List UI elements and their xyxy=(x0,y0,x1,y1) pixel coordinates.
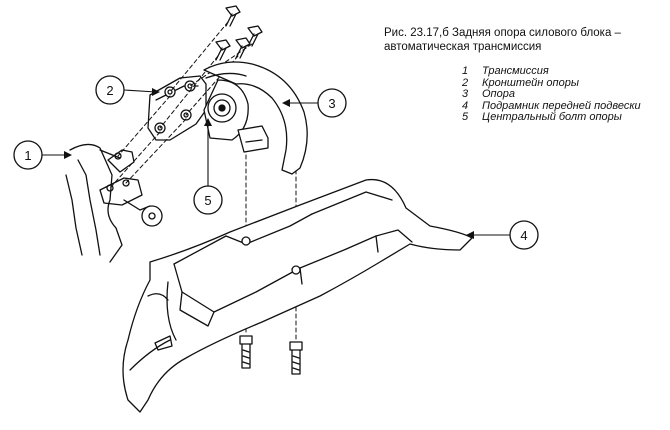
caption-prefix: Рис. 23.17,б xyxy=(384,27,449,39)
arrow-head-5 xyxy=(204,118,212,126)
legend-number: 3 xyxy=(462,88,469,101)
legend-label: Кронштейн опоры xyxy=(482,76,579,89)
legend-item: 3 Опора xyxy=(462,89,641,101)
caption-title-line1: Задняя опора силового блока – xyxy=(452,27,621,39)
legend-item: 2 Кронштейн опоры xyxy=(462,76,641,90)
legend-number: 5 xyxy=(462,111,469,124)
bracket-bolts xyxy=(215,5,263,61)
legend-label: Подрамник передней подвески xyxy=(482,99,641,112)
legend-number: 1 xyxy=(462,65,469,77)
legend-label: Опора xyxy=(482,88,515,101)
arrow-head-2 xyxy=(152,88,160,96)
legend-item: 1 Трансмиссия xyxy=(462,65,641,78)
legend-label: Центральный болт опоры xyxy=(482,111,622,124)
front-subframe xyxy=(122,178,473,413)
caption-line-1: Рис. 23.17,б Задняя опора силового блока… xyxy=(384,26,670,40)
figure-caption: Рис. 23.17,б Задняя опора силового блока… xyxy=(384,26,670,54)
legend-number: 4 xyxy=(462,99,469,112)
callout-circles xyxy=(13,75,539,250)
transmission-bracket xyxy=(99,149,163,227)
arrow-head-3 xyxy=(282,99,290,107)
callout-labels: 1 2 3 4 5 xyxy=(24,83,527,243)
callout-label-1: 1 xyxy=(24,148,31,163)
legend-label: Трансмиссия xyxy=(482,65,549,77)
legend-item: 4 Подрамник передней подвески xyxy=(462,99,641,113)
callout-label-3: 3 xyxy=(328,96,335,111)
callout-label-5: 5 xyxy=(204,193,211,208)
subframe-bolts xyxy=(239,335,303,375)
rubber-mount xyxy=(203,61,308,175)
legend-item: 5 Центральный болт опоры xyxy=(462,112,641,124)
callout-label-2: 2 xyxy=(106,83,113,98)
transmission-housing xyxy=(65,143,123,263)
legend-number: 2 xyxy=(462,76,469,89)
callout-leaders xyxy=(41,89,511,236)
caption-title-line2: автоматическая трансмиссия xyxy=(384,41,542,53)
mount-bracket xyxy=(147,75,207,141)
arrow-head-1 xyxy=(64,151,72,159)
legend: 1 Трансмиссия 2 Кронштейн опоры 3 Опора … xyxy=(462,65,641,124)
arrow-head-4 xyxy=(466,231,474,239)
callout-label-4: 4 xyxy=(520,228,527,243)
